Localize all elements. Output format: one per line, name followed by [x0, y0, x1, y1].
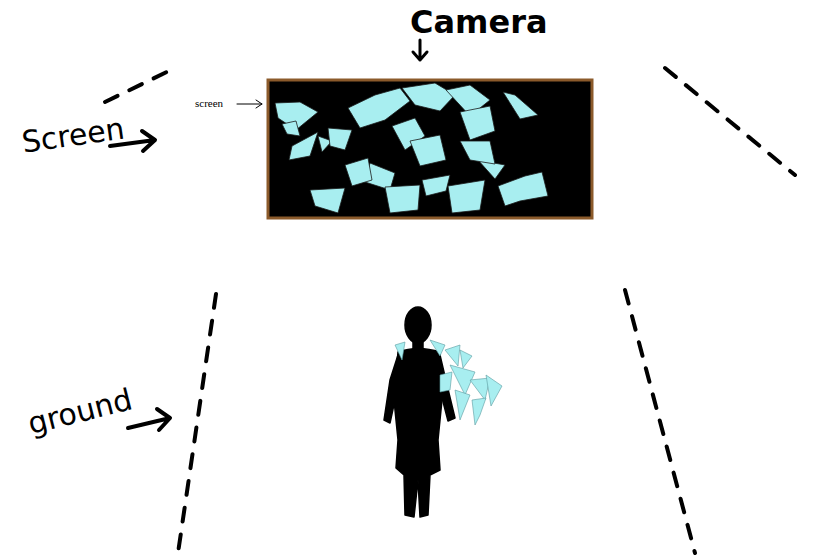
screen-callout: screen [195, 98, 223, 109]
glass-shard [422, 175, 450, 196]
glass-shard [348, 88, 410, 128]
screen-label: Screen [20, 114, 126, 158]
glass-shard [460, 141, 495, 164]
glass-shard [395, 342, 405, 360]
perspective-line [178, 294, 216, 553]
glass-shard [430, 340, 445, 356]
figure-arm [440, 355, 455, 421]
glass-shard [410, 135, 446, 166]
glass-shard [503, 92, 538, 119]
glass-shard [328, 128, 352, 150]
glass-shard [460, 350, 472, 368]
glass-shard [472, 398, 486, 425]
screen-panel [268, 80, 592, 218]
glass-shard [402, 83, 455, 111]
camera-label: Camera [410, 6, 548, 38]
glass-shard [498, 172, 548, 206]
glass-shard [486, 375, 502, 406]
perspective-line [105, 68, 175, 102]
glass-shard [460, 106, 495, 140]
glass-shard [310, 188, 345, 213]
glass-shard [282, 121, 300, 136]
figure-head [405, 307, 431, 343]
glass-shard [455, 390, 470, 420]
perspective-line [665, 68, 795, 175]
glass-shard [345, 158, 372, 186]
glass-shard [448, 180, 485, 213]
perspective-line [625, 290, 695, 553]
glass-shard [289, 132, 318, 160]
figure-arm [384, 355, 398, 423]
figure-body [394, 349, 442, 518]
glass-shard [385, 185, 420, 213]
glass-shard [440, 372, 452, 392]
pointer-arrow [237, 100, 262, 108]
ground-label: ground [25, 384, 135, 439]
pointer-arrow [413, 40, 427, 60]
glass-shard [445, 345, 460, 366]
